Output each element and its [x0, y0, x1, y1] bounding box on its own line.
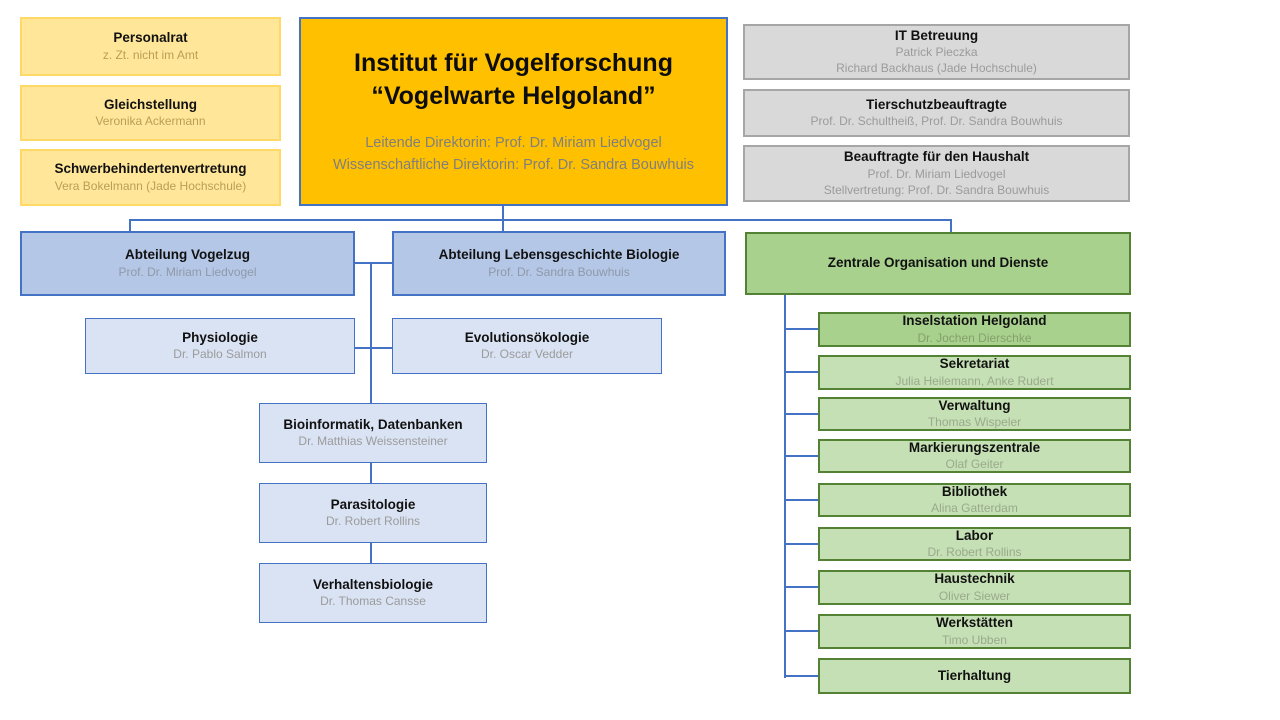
box-title: Tierschutzbeauftragte: [866, 96, 1007, 112]
box-title: Inselstation Helgoland: [902, 313, 1047, 329]
box-title: IT Betreuung: [894, 27, 979, 43]
box-title: Parasitologie: [330, 496, 416, 512]
box-subtitle: Dr. Oscar Vedder: [480, 347, 574, 362]
org-box-inselstation-helgoland: Inselstation Helgoland Dr. Jochen Diersc…: [818, 312, 1131, 347]
org-box-tierschutzbeauftragte: Tierschutzbeauftragte Prof. Dr. Schulthe…: [743, 89, 1130, 137]
box-title: Evolutionsökologie: [464, 329, 590, 345]
box-title: Verhaltensbiologie: [312, 576, 434, 592]
org-box-bioinformatik: Bioinformatik, Datenbanken Dr. Matthias …: [259, 403, 487, 463]
box-subtitle: Oliver Siewer: [938, 588, 1011, 603]
box-subtitle: Prof. Dr. Sandra Bouwhuis: [488, 264, 630, 279]
connector-central-drop: [950, 219, 952, 233]
box-subtitle: Vera Bokelmann (Jade Hochschule): [54, 178, 247, 193]
box-subtitle: Dr. Robert Rollins: [325, 514, 421, 529]
connector-parasit-verhalten: [370, 543, 372, 563]
org-box-abteilung-vogelzug: Abteilung Vogelzug Prof. Dr. Miriam Lied…: [20, 231, 355, 296]
org-box-schwerbehindertenvertretung: Schwerbehindertenvertretung Vera Bokelma…: [20, 149, 281, 206]
org-box-werkstaetten: Werkstätten Timo Ubben: [818, 614, 1131, 649]
connector-bioinfo-parasit: [370, 463, 372, 483]
box-subtitle: Prof. Dr. Miriam Liedvogel: [118, 264, 257, 279]
box-title: Verwaltung: [938, 397, 1011, 413]
connector-central-stub-7: [784, 586, 818, 588]
org-box-haustechnik: Haustechnik Oliver Siewer: [818, 570, 1131, 605]
connector-central-stub-2: [784, 371, 818, 373]
box-subtitle: Olaf Geiter: [945, 457, 1004, 472]
connector-central-stub-9: [784, 675, 818, 677]
org-box-it-betreuung: IT Betreuung Patrick Pieczka Richard Bac…: [743, 24, 1130, 80]
box-title: Beauftragte für den Haushalt: [843, 149, 1030, 165]
box-title: Gleichstellung: [103, 96, 198, 112]
org-box-labor: Labor Dr. Robert Rollins: [818, 527, 1131, 561]
box-line1: Patrick Pieczka: [895, 45, 978, 60]
org-box-personalrat: Personalrat z. Zt. nicht im Amt: [20, 17, 281, 76]
connector-unit-bridge: [355, 347, 392, 349]
connector-central-stub-1: [784, 328, 818, 330]
box-title: Abteilung Lebensgeschichte Biologie: [438, 247, 680, 263]
org-box-physiologie: Physiologie Dr. Pablo Salmon: [85, 318, 355, 374]
box-title: Personalrat: [113, 30, 188, 46]
connector-dept-bridge: [355, 262, 392, 264]
box-title: Werkstätten: [935, 615, 1014, 631]
box-title: Tierhaltung: [937, 667, 1012, 683]
box-line1: Prof. Dr. Miriam Liedvogel: [867, 166, 1006, 181]
org-box-zentrale-organisation: Zentrale Organisation und Dienste: [745, 232, 1131, 295]
box-line1: Prof. Dr. Schultheiß, Prof. Dr. Sandra B…: [810, 114, 1063, 129]
director-line2: Wissenschaftliche Direktorin: Prof. Dr. …: [332, 156, 695, 173]
box-subtitle: Dr. Thomas Cansse: [320, 594, 426, 609]
box-line2: Stellvertretung: Prof. Dr. Sandra Bouwhu…: [823, 182, 1050, 197]
org-box-gleichstellung: Gleichstellung Veronika Ackermann: [20, 85, 281, 141]
connector-central-stub-3: [784, 413, 818, 415]
box-subtitle: Dr. Robert Rollins: [927, 545, 1022, 560]
box-subtitle: Alina Gatterdam: [931, 501, 1018, 516]
box-title: Haustechnik: [934, 571, 1015, 587]
box-subtitle: Dr. Matthias Weissensteiner: [298, 434, 448, 449]
org-box-institute: Institut für Vogelforschung “Vogelwarte …: [299, 17, 728, 206]
box-subtitle: z. Zt. nicht im Amt: [102, 47, 199, 62]
box-title: Physiologie: [182, 329, 258, 345]
org-box-verwaltung: Verwaltung Thomas Wispeler: [818, 397, 1131, 431]
connector-central-vertical: [784, 295, 786, 678]
box-subtitle: Dr. Pablo Salmon: [173, 347, 267, 362]
box-title: Schwerbehindertenvertretung: [54, 161, 247, 177]
box-title: Bibliothek: [941, 483, 1008, 499]
box-subtitle: Timo Ubben: [942, 632, 1007, 647]
director-line1: Leitende Direktorin: Prof. Dr. Miriam Li…: [365, 135, 662, 152]
box-title: Labor: [955, 527, 994, 543]
org-box-tierhaltung: Tierhaltung: [818, 658, 1131, 694]
box-line2: Richard Backhaus (Jade Hochschule): [836, 61, 1037, 76]
box-subtitle: Veronika Ackermann: [95, 114, 206, 129]
institute-title-line1: Institut für Vogelforschung: [354, 49, 673, 78]
connector-central-stub-4: [784, 455, 818, 457]
box-title: Markierungszentrale: [908, 439, 1041, 455]
box-subtitle: Julia Heilemann, Anke Rudert: [895, 373, 1054, 388]
box-subtitle: Dr. Jochen Dierschke: [917, 330, 1032, 345]
org-box-markierungszentrale: Markierungszentrale Olaf Geiter: [818, 439, 1131, 473]
org-box-haushaltsbeauftragte: Beauftragte für den Haushalt Prof. Dr. M…: [743, 145, 1130, 202]
connector-central-stub-5: [784, 499, 818, 501]
org-box-abteilung-lebensgeschichte: Abteilung Lebensgeschichte Biologie Prof…: [392, 231, 726, 296]
connector-center-vertical: [370, 262, 372, 403]
box-title: Zentrale Organisation und Dienste: [827, 255, 1049, 271]
org-box-bibliothek: Bibliothek Alina Gatterdam: [818, 483, 1131, 517]
connector-vogelzug-drop: [129, 219, 131, 232]
org-box-verhaltensbiologie: Verhaltensbiologie Dr. Thomas Cansse: [259, 563, 487, 623]
org-box-parasitologie: Parasitologie Dr. Robert Rollins: [259, 483, 487, 543]
institute-directors: Leitende Direktorin: Prof. Dr. Miriam Li…: [333, 133, 694, 175]
connector-central-stub-8: [784, 630, 818, 632]
connector-main-horizontal: [129, 219, 952, 221]
org-box-evolutionsoekologie: Evolutionsökologie Dr. Oscar Vedder: [392, 318, 662, 374]
institute-title-line2: “Vogelwarte Helgoland”: [371, 82, 656, 111]
org-box-sekretariat: Sekretariat Julia Heilemann, Anke Rudert: [818, 355, 1131, 390]
connector-central-stub-6: [784, 543, 818, 545]
box-title: Sekretariat: [939, 356, 1010, 372]
box-title: Bioinformatik, Datenbanken: [283, 416, 463, 432]
box-subtitle: Thomas Wispeler: [927, 415, 1022, 430]
box-title: Abteilung Vogelzug: [125, 247, 250, 263]
